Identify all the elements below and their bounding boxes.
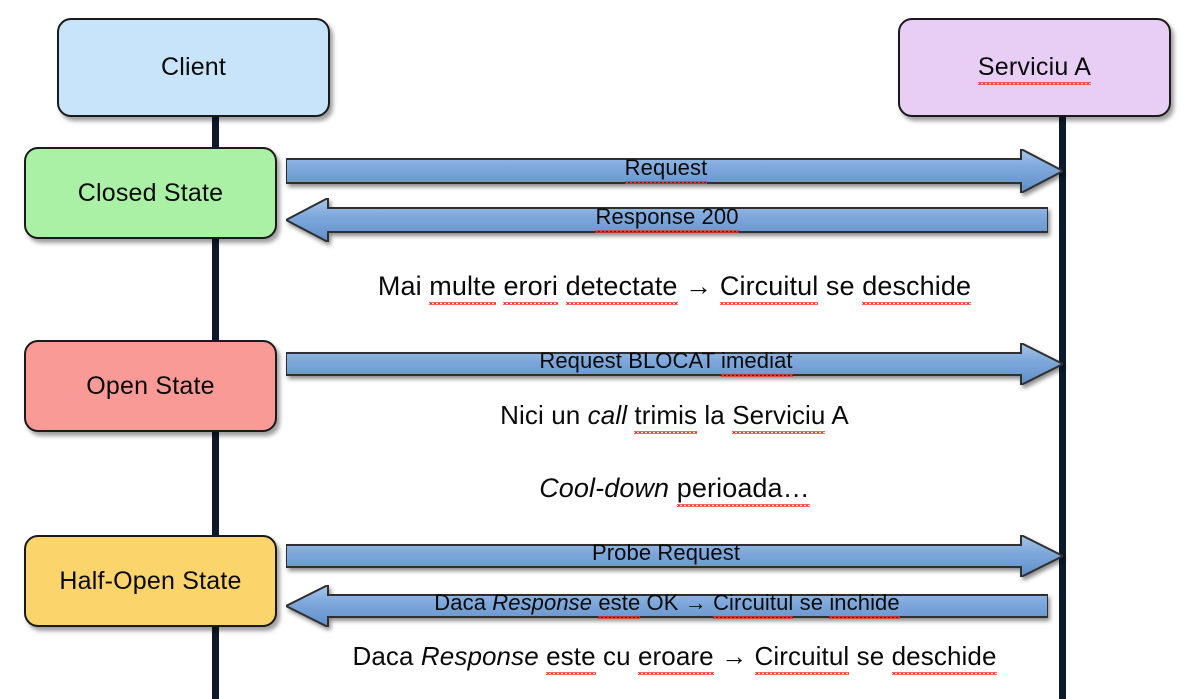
state-label-half-open: Half-Open State — [59, 566, 242, 595]
participant-box-serviciu-a[interactable]: Serviciu A — [898, 18, 1171, 117]
message-label-request-blocat-text: Request BLOCAT imediat — [539, 348, 793, 377]
message-arrow-request-blocat[interactable] — [286, 343, 1063, 385]
message-label-request: Request — [286, 155, 1046, 184]
note-nici-un-call-text: Nici un call trimis la Serviciu A — [500, 400, 849, 434]
message-label-probe-request: Probe Request — [286, 540, 1046, 566]
message-label-response-200-text: Response 200 — [595, 204, 739, 233]
message-arrow-probe-request[interactable] — [286, 535, 1063, 577]
state-label-closed: Closed State — [77, 178, 224, 207]
state-box-open[interactable]: Open State — [24, 340, 277, 432]
note-cooldown: Cool-down perioada… — [286, 473, 1063, 507]
note-erori-seg: Mai — [377, 271, 430, 301]
note-nici-un-call: Nici un call trimis la Serviciu A — [286, 400, 1063, 434]
note-cooldown-text: Cool-down perioada… — [539, 473, 810, 507]
note-erori-detectate: Mai multe erori detectate → Circuitul se… — [286, 271, 1063, 305]
lifeline-serviciu-a — [1059, 108, 1066, 699]
state-box-half-open[interactable]: Half-Open State — [24, 535, 277, 627]
message-label-response-ok: Daca Response este OK → Circuitul se inc… — [286, 590, 1048, 619]
message-label-response-200: Response 200 — [286, 204, 1048, 233]
message-label-probe-request-text: Probe Request — [591, 540, 741, 565]
message-label-response-ok-text: Daca Response este OK → Circuitul se inc… — [434, 590, 901, 619]
arrow-right-icon — [286, 343, 1063, 385]
participant-box-client[interactable]: Client — [57, 18, 330, 117]
arrow-right-icon — [286, 535, 1063, 577]
participant-label-client: Client — [160, 53, 227, 81]
arrow-right-icon — [286, 149, 1063, 193]
message-label-request-blocat: Request BLOCAT imediat — [286, 348, 1046, 377]
participant-label-serviciu-a: Serviciu A — [977, 53, 1092, 85]
state-box-closed[interactable]: Closed State — [24, 147, 277, 239]
message-label-request-text: Request — [624, 155, 708, 184]
note-response-eroare: Daca Response este cu eroare → Circuitul… — [286, 641, 1063, 675]
message-arrow-response-200[interactable] — [286, 198, 1048, 242]
state-label-open: Open State — [86, 371, 215, 400]
note-erori-detectate-text: Mai multe erori detectate → Circuitul se… — [377, 271, 972, 305]
note-response-eroare-text: Daca Response este cu eroare → Circuitul… — [352, 641, 997, 675]
arrow-left-icon — [286, 198, 1048, 242]
message-arrow-request[interactable] — [286, 149, 1063, 193]
